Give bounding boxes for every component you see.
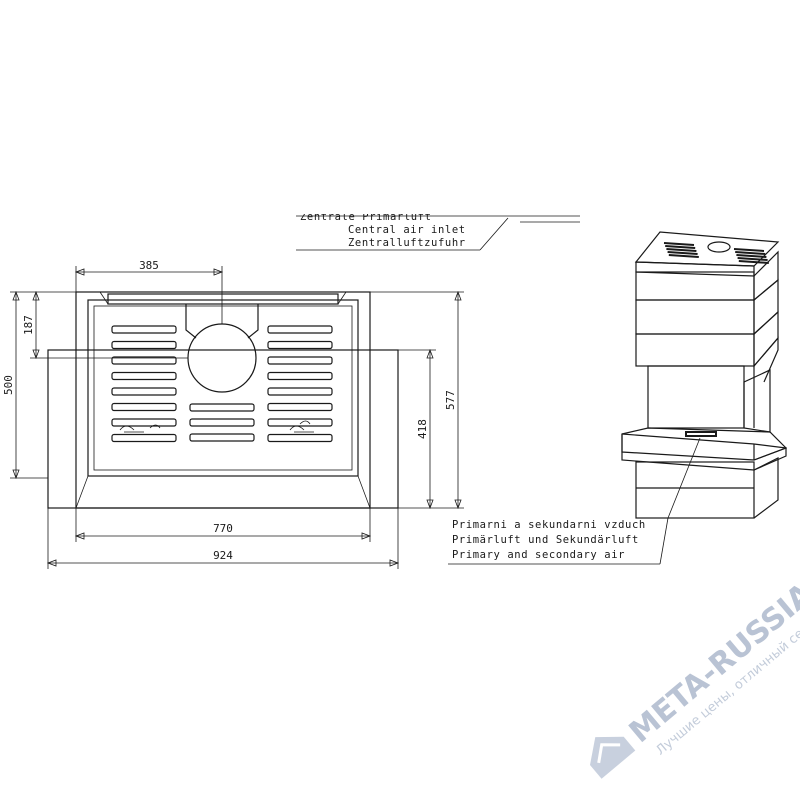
vent-slats-left [111,325,177,443]
dim-label-577: 577 [444,390,457,410]
inner-frame [87,299,359,477]
vent-slat-left [111,387,177,396]
primary-secondary-label-cz: Primarni a sekundarni vzduch [452,519,646,531]
iso-grate-line [737,257,768,261]
dim-label-770: 770 [213,522,233,535]
vent-slat-left [111,418,177,427]
front-view-drawing [47,291,399,509]
vent-slat-left [111,371,177,381]
iso-grate-line [738,260,769,264]
iso-glass-side [743,369,771,433]
top-bar [107,293,339,305]
vent-slat-left [111,402,177,412]
iso-top-opening [707,241,731,253]
dim-label-418: 418 [416,419,429,439]
vent-slat-right [267,387,333,396]
vent-slat-right [267,325,333,334]
duct-left [185,304,197,339]
watermark: META-RUSSIA.RU Лучшие цены, отличный сер… [590,538,800,779]
vent-slat-left [111,340,177,350]
iso-grate-line [667,251,698,255]
vent-slat-right [267,371,333,381]
vent-slat-right [267,356,333,365]
air-control-right [289,420,314,433]
iso-grate-line [663,242,695,246]
vent-slat-center [189,433,255,442]
iso-air-slot [685,431,717,437]
primary-secondary-label-de: Primärluft und Sekundärluft [452,534,639,546]
vent-slat-center [189,403,255,412]
vent-slat-left [111,356,177,365]
vent-slat-right [267,433,333,443]
vent-slats-right [267,325,333,443]
central-air-callout: Zentrale Primärluft Central air inlet Ze… [296,211,580,251]
iso-top-grates [663,242,769,264]
duct-right [247,304,259,339]
iso-glass-front [647,365,745,429]
dim-label-500: 500 [2,375,15,395]
central-air-label-line1: Zentrale Primärluft [300,211,432,223]
iso-grate-line [735,251,766,255]
iso-base [635,461,755,519]
iso-grate-line [665,245,696,249]
iso-grate-line [736,254,767,258]
dim-label-924: 924 [213,549,233,562]
vent-slat-right [267,418,333,427]
vent-slat-center [189,418,255,427]
vent-slat-right [267,402,333,412]
central-air-label-line3: Zentralluftzufuhr [348,237,466,249]
vent-slat-right [267,340,333,350]
iso-top [634,231,780,267]
primary-secondary-callout: Primarni a sekundarni vzduch Primärluft … [448,437,701,565]
body-outline [75,291,371,509]
watermark-brand: META-RUSSIA.RU [623,538,800,749]
vent-slats-center [189,403,255,442]
vent-slat-left [111,433,177,443]
air-control-left [119,424,161,433]
vent-slat-left [111,325,177,334]
iso-grate-line [666,248,697,252]
iso-grate-line [733,248,765,252]
air-inlet-circle [187,323,257,393]
watermark-logo-icon [590,736,636,779]
base-outline [47,349,399,509]
dimension-lines: 385 187 500 418 577 770 924 [2,259,464,569]
isometric-view-drawing [621,231,788,519]
primary-secondary-label-en: Primary and secondary air [452,549,625,561]
dim-label-187: 187 [22,315,35,335]
iso-grate-line [668,254,699,258]
inner-frame-2 [93,305,353,471]
dim-label-385: 385 [139,259,159,272]
central-air-label-line2: Central air inlet [348,224,466,236]
